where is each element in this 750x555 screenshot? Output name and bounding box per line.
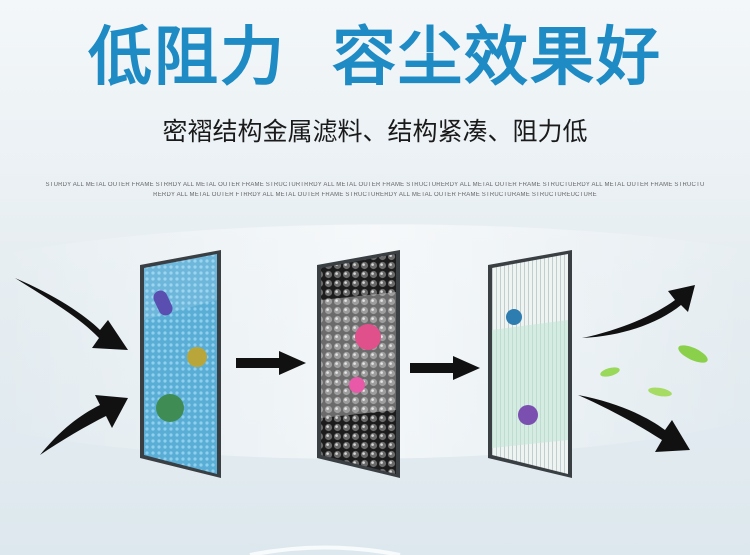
leaf-icon <box>600 367 620 377</box>
virus-icon <box>355 324 381 350</box>
curved-arrow-icon <box>582 285 695 338</box>
subtitle: 密褶结构金属滤料、结构紧凑、阻力低 <box>162 117 588 146</box>
headline-part2: 容尘效果好 <box>332 21 662 95</box>
virus-icon <box>506 309 522 325</box>
virus-icon <box>187 347 207 367</box>
headline: 低阻力容尘效果好 <box>0 6 750 98</box>
virus-icon <box>518 405 538 425</box>
straight-arrow-icon <box>410 356 480 380</box>
leaf-icon <box>648 387 672 397</box>
fine-print-line2: RERDY ALL METAL OUTER FTRRDY ALL METAL O… <box>153 192 597 198</box>
decorative-arc <box>249 545 401 555</box>
curved-arrow-icon <box>40 395 128 455</box>
curved-arrow-icon <box>15 278 128 350</box>
filter-panel-1 <box>140 250 221 478</box>
headline-part1: 低阻力 <box>88 21 286 95</box>
filter-panel-2 <box>317 250 400 478</box>
leaf-icon <box>678 345 708 363</box>
curved-arrow-icon <box>578 395 690 452</box>
virus-icon <box>156 394 184 422</box>
virus-icon <box>153 290 173 316</box>
straight-arrow-icon <box>236 351 306 375</box>
virus-icon <box>349 377 365 393</box>
filter-panel-3 <box>488 250 572 478</box>
fine-print-line1: STURDY ALL METAL OUTER FRAME STRRDY ALL … <box>45 182 705 188</box>
